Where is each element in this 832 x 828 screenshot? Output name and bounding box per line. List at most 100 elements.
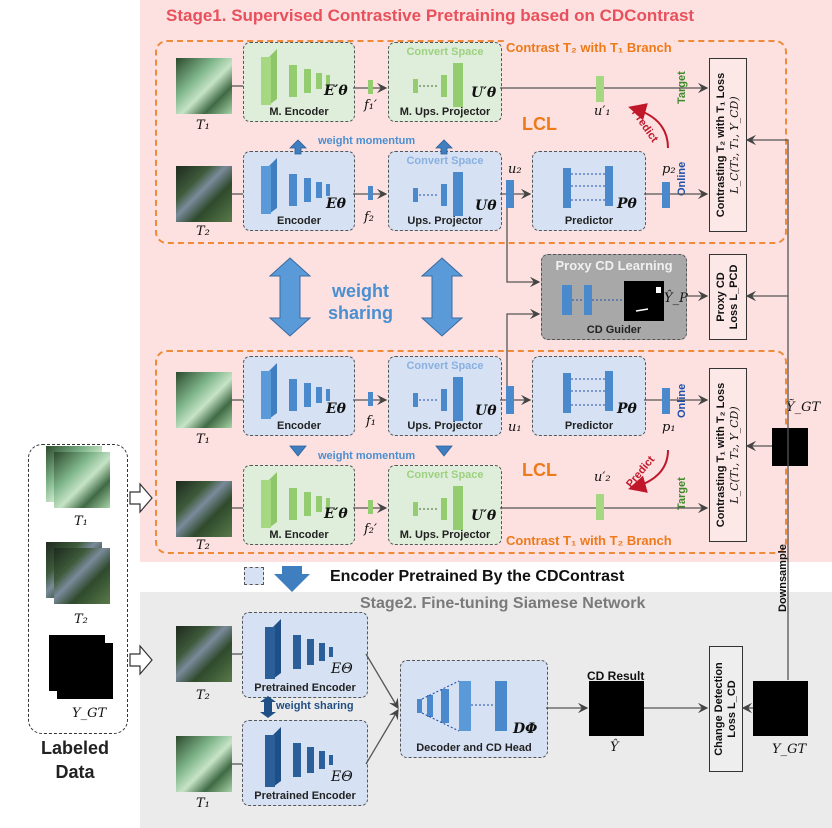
feature-block bbox=[506, 386, 514, 414]
predictor-symbol: Pθ bbox=[617, 401, 637, 417]
projector-layers-icon bbox=[413, 63, 463, 107]
pretrained-encoder-top: EΘ Pretrained Encoder bbox=[242, 612, 368, 698]
momentum-projector-symbol: U′θ bbox=[471, 508, 497, 524]
downsampled-gt-label: Ỹ_GT bbox=[786, 400, 821, 415]
vector-u2-target: u′₂ bbox=[594, 470, 611, 485]
pretrained-encoder-label: Pretrained Encoder bbox=[254, 682, 356, 694]
feature-block bbox=[662, 388, 670, 414]
lcl-label-top: LCL bbox=[522, 114, 557, 134]
weight-momentum-label-bottom: weight momentum bbox=[318, 450, 416, 462]
labeled-data-arrows bbox=[129, 482, 153, 676]
pretrained-down-arrow bbox=[274, 566, 310, 592]
projector-layers-icon bbox=[413, 486, 463, 530]
encoder-top: Eθ Encoder bbox=[243, 151, 355, 231]
predict-arrow-bottom bbox=[628, 449, 669, 493]
projector-top: Convert Space Uθ Ups. Projector bbox=[388, 151, 502, 231]
encoder-layers-icon bbox=[261, 472, 330, 528]
encoder-layers-icon bbox=[261, 158, 330, 214]
image-t2-top bbox=[176, 166, 232, 222]
weight-momentum-label-top: weight momentum bbox=[318, 135, 416, 147]
predictor-label: Predictor bbox=[564, 420, 614, 432]
convert-space-label: Convert Space bbox=[406, 46, 484, 58]
stage2-label-t2: T₂ bbox=[196, 688, 210, 703]
momentum-encoder-top: E′θ M. Encoder bbox=[243, 42, 355, 122]
proxy-output-symbol: Ŷ_P bbox=[664, 291, 688, 306]
predictor-top: Pθ Predictor bbox=[532, 151, 646, 231]
stage2-title: Stage2. Fine-tuning Siamese Network bbox=[360, 595, 646, 612]
momentum-arrow-up-right bbox=[435, 139, 453, 155]
momentum-projector-label: M. Ups. Projector bbox=[399, 106, 491, 118]
encoder-layers-icon bbox=[261, 363, 330, 419]
labeled-t2-label: T₂ bbox=[74, 612, 88, 627]
pretrained-encoder-symbol: EΘ bbox=[331, 769, 353, 785]
projector-layers-icon bbox=[413, 172, 463, 216]
weight-sharing-arrow-left bbox=[268, 257, 312, 337]
contrast-loss-bottom: Contrasting T₁ with T₂ Loss L_C(T₁, T₂, … bbox=[709, 368, 747, 542]
stage2-gt-image bbox=[753, 681, 808, 736]
vector-u2: u₂ bbox=[508, 162, 522, 177]
momentum-arrow-down-left bbox=[289, 445, 307, 457]
stage2-image-t2 bbox=[176, 626, 232, 682]
proxy-cd-learning-box: Proxy CD Learning Ŷ_P CD Guider bbox=[541, 254, 688, 340]
labeled-gt-label: Y_GT bbox=[72, 706, 107, 721]
proxy-cd-learning-title: Proxy CD Learning bbox=[555, 258, 673, 273]
projector-symbol: Uθ bbox=[475, 403, 497, 419]
feature-f2: f₂ bbox=[364, 210, 375, 225]
momentum-encoder-symbol: E′θ bbox=[324, 83, 348, 99]
encoder-layers-icon bbox=[265, 619, 333, 679]
feature-block bbox=[506, 180, 514, 208]
cd-guider-layers-icon bbox=[562, 281, 664, 321]
projector-label: Ups. Projector bbox=[407, 420, 483, 432]
encoder-bottom: Eθ Encoder bbox=[243, 356, 355, 436]
momentum-arrow-down-right bbox=[435, 445, 453, 457]
pretrained-banner: Encoder Pretrained By the CDContrast bbox=[330, 568, 625, 585]
predict-arrow-top bbox=[628, 103, 669, 149]
cd-result-image bbox=[589, 681, 644, 736]
decoder-symbol: DΦ bbox=[513, 721, 538, 737]
convert-space-label: Convert Space bbox=[406, 155, 484, 167]
encoder-label: Encoder bbox=[276, 420, 321, 432]
image-t2-bottom bbox=[176, 481, 232, 537]
encoder-symbol: Eθ bbox=[326, 196, 347, 212]
momentum-projector-symbol: U′θ bbox=[471, 85, 497, 101]
feature-f1: f₁ bbox=[366, 414, 377, 429]
pretrained-encoder-bottom: EΘ Pretrained Encoder bbox=[242, 720, 368, 806]
stage2-weight-sharing-arrow bbox=[260, 696, 276, 718]
labeled-gt-image bbox=[57, 643, 113, 699]
cd-result-symbol: Ŷ bbox=[610, 740, 619, 755]
predictor-layers-icon bbox=[563, 371, 613, 413]
projector-label: Ups. Projector bbox=[407, 215, 483, 227]
encoder-mini-icon bbox=[244, 567, 264, 585]
predictor-symbol: Pθ bbox=[617, 196, 637, 212]
weight-sharing-arrow-right bbox=[420, 257, 464, 337]
encoder-layers-icon bbox=[265, 727, 333, 787]
encoder-layers-icon bbox=[261, 49, 330, 105]
pretrained-encoder-label: Pretrained Encoder bbox=[254, 790, 356, 802]
momentum-arrow-up-left bbox=[289, 139, 307, 155]
momentum-projector-bottom: Convert Space U′θ M. Ups. Projector bbox=[388, 465, 502, 545]
weight-sharing-arrows bbox=[268, 257, 464, 337]
vector-p1: p₁ bbox=[662, 420, 676, 435]
feature-block bbox=[662, 182, 670, 208]
weight-momentum-arrows bbox=[289, 139, 453, 457]
encoder-symbol: Eθ bbox=[326, 401, 347, 417]
predictor-layers-icon bbox=[563, 166, 613, 208]
projector-layers-icon bbox=[413, 377, 463, 421]
label-t1-top: T₁ bbox=[196, 118, 210, 133]
projector-symbol: Uθ bbox=[475, 198, 497, 214]
vector-u1-target: u′₁ bbox=[594, 104, 611, 119]
feature-block bbox=[596, 76, 604, 102]
stage2-weight-sharing-label: weight sharing bbox=[276, 700, 354, 712]
cd-result-title: CD Result bbox=[587, 669, 645, 683]
lcl-label-bottom: LCL bbox=[522, 460, 557, 480]
feature-block bbox=[368, 392, 373, 406]
pretrained-encoder-symbol: EΘ bbox=[331, 661, 353, 677]
label-t2-bottom: T₂ bbox=[196, 538, 210, 553]
momentum-projector-top: Convert Space U′θ M. Ups. Projector bbox=[388, 42, 502, 122]
labeled-to-stage1-arrow bbox=[129, 482, 153, 514]
image-t1-bottom bbox=[176, 372, 232, 428]
vector-p2: p₂ bbox=[662, 162, 676, 177]
predictor-label: Predictor bbox=[564, 215, 614, 227]
labeled-t1-image bbox=[54, 452, 110, 508]
